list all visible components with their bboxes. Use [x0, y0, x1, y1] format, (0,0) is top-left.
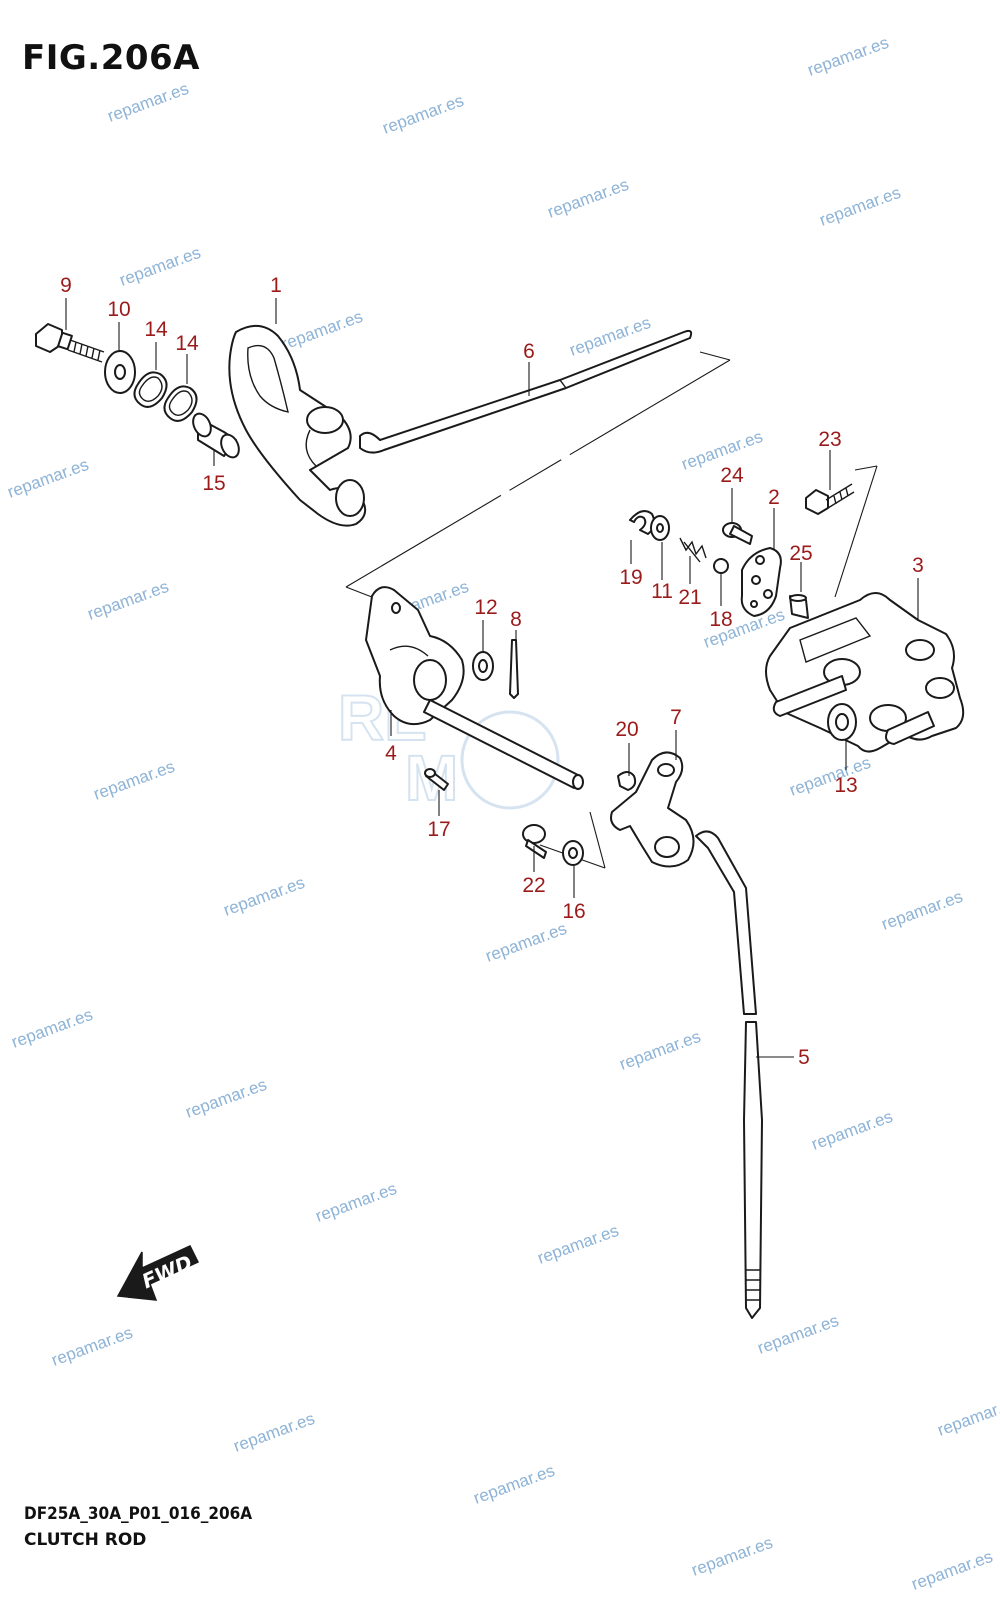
part-19-circlip [629, 510, 656, 535]
leader-lines [65, 298, 919, 1058]
callout-22: 22 [522, 874, 545, 897]
watermark-text: repamar.es [231, 1409, 317, 1456]
callout-13: 13 [834, 774, 857, 797]
callout-4: 4 [385, 742, 397, 765]
watermark-text: repamar.es [617, 1027, 703, 1074]
part-12-washer [472, 651, 494, 681]
watermark-text: repamar.es [380, 91, 466, 138]
part-1-lever [228, 325, 367, 527]
callout-21: 21 [678, 586, 701, 609]
watermark-text: repamar.es [117, 243, 203, 290]
part-14-seals [133, 371, 198, 422]
watermark-text: repamar.es [909, 1547, 995, 1594]
part-17-pin [424, 768, 449, 791]
callout-6: 6 [523, 340, 535, 363]
callout-2: 2 [768, 486, 780, 509]
part-18-ball [713, 558, 729, 574]
watermark-text: repamar.es [49, 1323, 135, 1370]
part-20-clip [617, 771, 637, 791]
part-25-sleeve [789, 594, 809, 619]
part-3-housing [765, 592, 965, 753]
watermark-text: repamar.es [817, 183, 903, 230]
callout-layer: 1234567891011121314141516171819202122232… [60, 274, 924, 1069]
watermark-text: repamar.es [105, 79, 191, 126]
figure-title: FIG.206A [22, 38, 200, 78]
part-24-screw [722, 522, 753, 545]
part-8-cotter-pin [509, 639, 519, 699]
callout-16: 16 [562, 900, 585, 923]
callout-7: 7 [670, 706, 682, 729]
callout-25: 25 [789, 542, 812, 565]
callout-24: 24 [720, 464, 744, 487]
callout-5: 5 [798, 1046, 810, 1069]
part-7-lever [610, 751, 695, 868]
watermark-text: repamar.es [805, 33, 891, 80]
callout-20: 20 [615, 718, 638, 741]
watermark-text: repamar.es [5, 455, 91, 502]
watermark-text: repamar.es [483, 919, 569, 966]
model-code: DF25A_30A_P01_016_206A [24, 1504, 253, 1524]
part-6-rod [359, 329, 693, 454]
watermark-layer: repamar.es repamar.es repamar.es repamar.es… [5, 33, 1000, 1594]
part-22-bolt [522, 824, 547, 859]
callout-14a: 14 [144, 318, 168, 341]
callout-19: 19 [619, 566, 642, 589]
watermark-text: repamar.es [535, 1221, 621, 1268]
watermark-text: repamar.es [755, 1311, 841, 1358]
watermark-text: repamar.es [183, 1075, 269, 1122]
callout-3: 3 [912, 554, 924, 577]
watermark-text: repamar.es [85, 577, 171, 624]
fwd-arrow-icon: FWD [116, 1245, 200, 1301]
callout-18: 18 [709, 608, 732, 631]
part-shaft [423, 699, 584, 790]
watermark-text: repamar.es [879, 887, 965, 934]
watermark-text: repamar.es [91, 757, 177, 804]
callout-17: 17 [427, 818, 450, 841]
watermark-text: repamar.es [809, 1107, 895, 1154]
part-16-washer [562, 840, 584, 866]
callout-14b: 14 [175, 332, 199, 355]
part-9-bolt [35, 323, 105, 363]
callout-12: 12 [474, 596, 497, 619]
callout-11: 11 [651, 580, 673, 603]
watermark-text: repamar.es [935, 1393, 1000, 1440]
part-2-plate [740, 547, 782, 617]
part-5-clutch-rod [695, 830, 763, 1319]
watermark-text: repamar.es [689, 1533, 775, 1580]
callout-9: 9 [60, 274, 72, 297]
watermark-text: repamar.es [471, 1461, 557, 1508]
callout-23: 23 [818, 428, 841, 451]
figure-name: CLUTCH ROD [24, 1530, 147, 1550]
callout-15: 15 [202, 472, 225, 495]
part-4-bracket [365, 586, 465, 726]
watermark-text: repamar.es [221, 873, 307, 920]
part-13-washer [827, 703, 857, 741]
watermark-text: repamar.es [9, 1005, 95, 1052]
callout-10: 10 [107, 298, 130, 321]
callout-8: 8 [510, 608, 522, 631]
part-21-spring [679, 537, 707, 563]
callout-1: 1 [270, 274, 282, 297]
part-23-bolt [805, 483, 855, 515]
watermark-text: repamar.es [279, 307, 365, 354]
part-15-collar [192, 412, 240, 459]
part-10-washer [104, 350, 136, 394]
watermark-text: repamar.es [787, 753, 873, 800]
watermark-text: repamar.es [545, 175, 631, 222]
watermark-text: repamar.es [313, 1179, 399, 1226]
part-11-washer [650, 515, 670, 541]
